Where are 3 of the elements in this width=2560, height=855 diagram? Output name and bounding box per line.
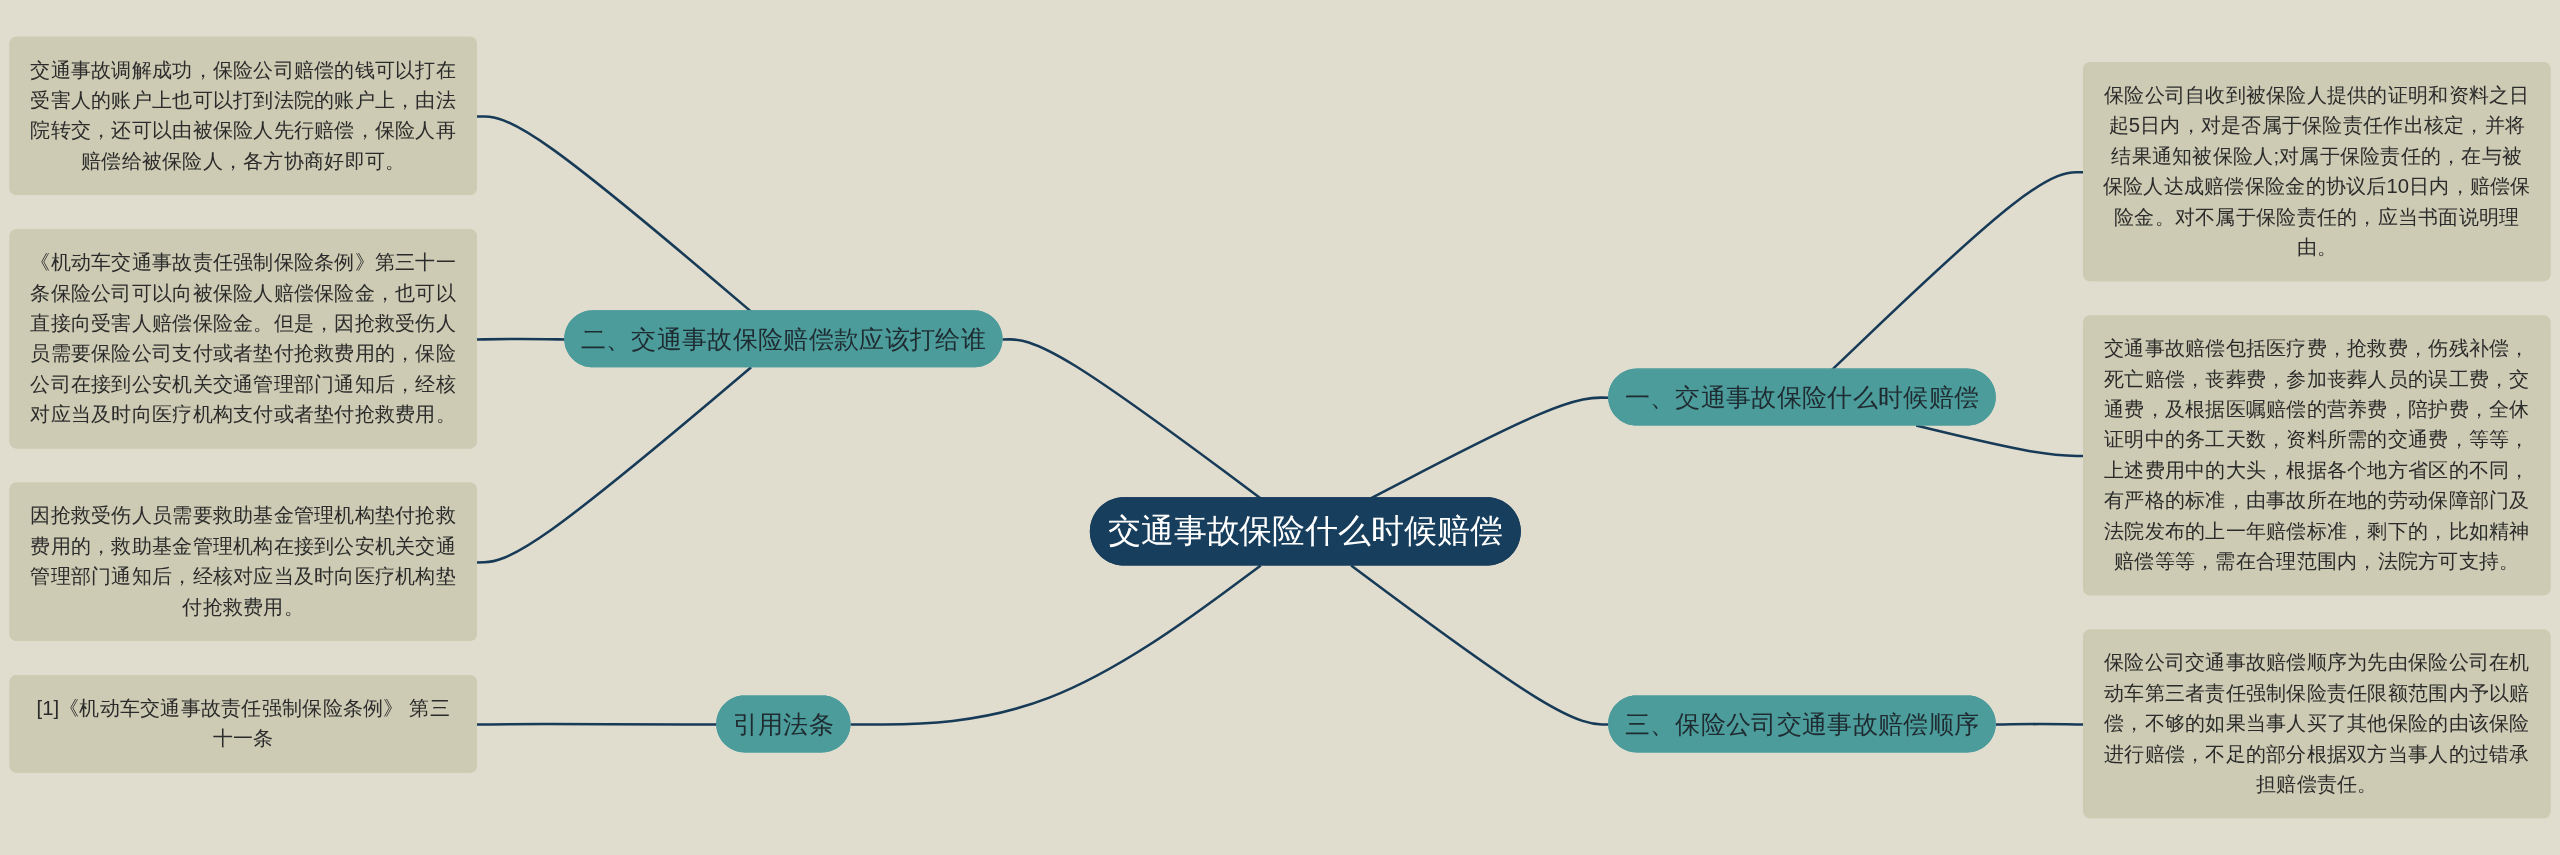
connector <box>476 366 752 564</box>
connector <box>476 337 566 341</box>
connector <box>850 564 1262 726</box>
